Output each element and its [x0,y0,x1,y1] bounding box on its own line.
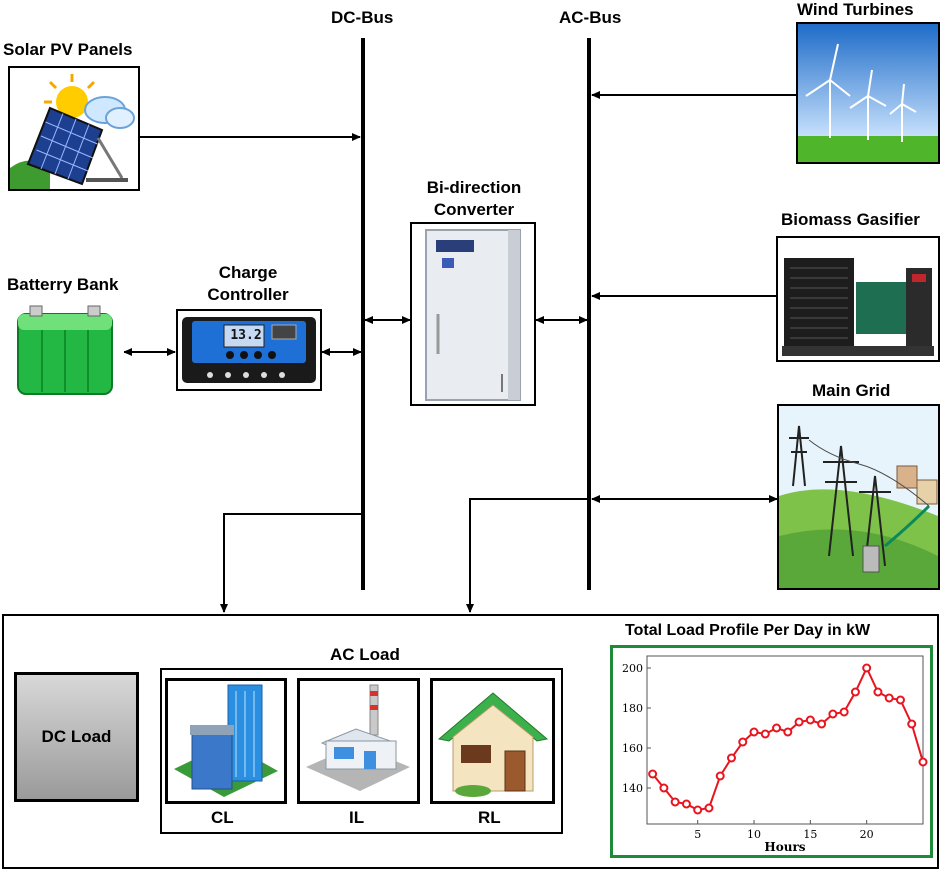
load-data-point [895,695,905,705]
rl-box [430,678,555,804]
dc-load-box: DC Load [14,672,139,802]
load-data-point [659,783,669,793]
ac-bus-label: AC-Bus [559,8,622,27]
x-tick-label: 20 [860,828,874,841]
x-tick-label: 5 [694,828,701,841]
y-tick-label: 140 [622,782,643,795]
load-data-point [783,727,793,737]
ac-load-box [160,668,563,834]
load-data-point [715,771,725,781]
acbus-to-load-arrow [466,498,589,613]
x-tick-label: 15 [803,828,817,841]
wind-turbine-icon [798,24,938,162]
y-tick-label: 180 [622,702,643,715]
load-data-point [918,757,928,767]
industrial-building-icon [306,684,410,791]
converter-label: Bi-direction Converter [410,177,538,221]
x-tick-label: 10 [747,828,761,841]
load-data-point [704,803,714,813]
charge-controller-label: Charge Controller [188,262,308,306]
converter-box [410,222,536,406]
il-label: IL [349,808,365,827]
load-data-point [693,805,703,815]
controller-readout: 13.2 [230,328,262,343]
load-data-point [839,707,849,717]
converter-label-line1: Bi-direction [426,178,522,197]
biomass-gasifier-icon [782,258,934,356]
y-tick-label: 160 [622,742,643,755]
y-tick-label: 200 [622,662,643,675]
load-data-point [670,797,680,807]
load-data-point [817,719,827,729]
converter-label-line2: Converter [433,200,515,219]
load-data-point [681,799,691,809]
converter-icon [425,229,521,401]
cl-label: CL [211,808,234,827]
load-data-point [884,693,894,703]
wind-box [796,22,940,164]
load-data-point [862,663,872,673]
charge-controller-label-line1: Charge [218,263,278,282]
charge-controller-label-line2: Controller [207,285,289,304]
grid-label: Main Grid [812,381,891,400]
il-box [297,678,420,804]
load-data-point [805,715,815,725]
dc-bus-label: DC-Bus [331,8,394,27]
load-data-point [828,709,838,719]
solar-panel-box [8,66,140,191]
load-container [2,614,939,869]
chart-title: Total Load Profile Per Day in kW [625,622,871,639]
biomass-label: Biomass Gasifier [781,210,920,229]
load-data-point [648,769,658,779]
commercial-building-icon [174,684,278,797]
cl-box [165,678,287,804]
charge-controller-box: 13.2 [176,309,322,391]
load-data-point [794,717,804,727]
x-axis-label: Hours [764,840,805,854]
wind-label: Wind Turbines [797,0,914,19]
load-data-point [907,719,917,729]
battery-label: Batterry Bank [7,275,119,294]
charge-controller-icon [182,317,316,383]
rl-label: RL [478,808,501,827]
main-grid-icon [779,406,938,588]
load-data-point [760,729,770,739]
load-data-point [738,737,748,747]
battery-icon [17,305,113,395]
load-data-point [749,727,759,737]
plot-area [646,655,924,825]
ac-load-label: AC Load [330,645,400,664]
load-data-point [726,753,736,763]
solar-label: Solar PV Panels [3,40,133,59]
residential-house-icon [437,692,549,797]
dc-load-label: DC Load [41,727,112,746]
grid-box [777,404,940,590]
dcbus-to-load-arrow [220,513,363,613]
solar-panel-icon [10,74,135,189]
load-data-point [850,687,860,697]
battery-box [12,300,124,400]
load-data-point [873,687,883,697]
load-data-point [772,723,782,733]
biomass-box [776,236,940,362]
